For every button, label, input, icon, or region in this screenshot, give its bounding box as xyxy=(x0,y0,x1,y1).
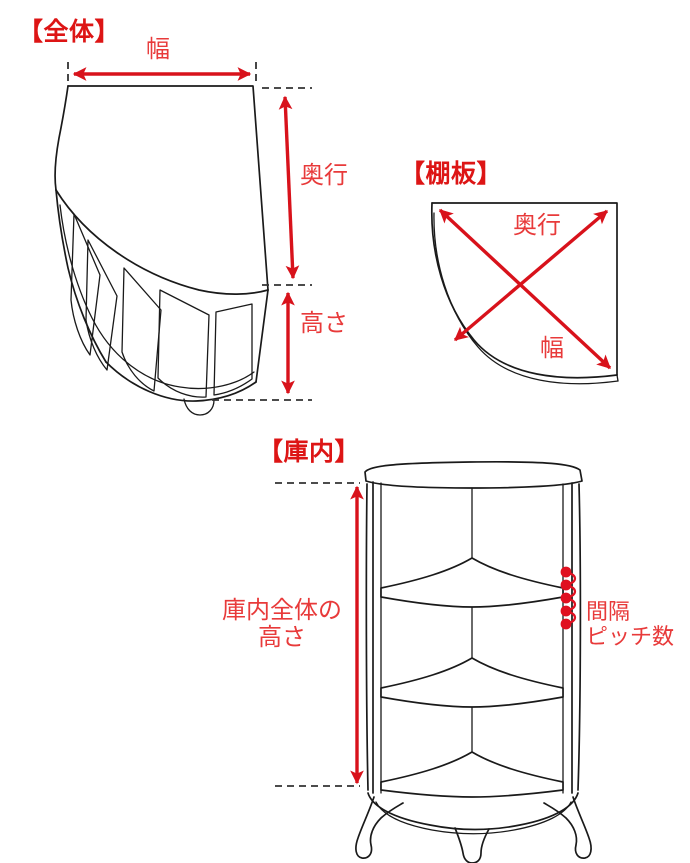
interior-right-silhouette xyxy=(577,483,582,791)
label-interior-pitch: 間隔ピッチ数 xyxy=(586,600,675,650)
label-interior-pitch-line1: 間隔 xyxy=(586,600,631,625)
label-interior-total-height: 庫内全体の高さ xyxy=(214,597,350,651)
overall-dimension-guides xyxy=(67,62,312,401)
cabinet-body-bottom-arc xyxy=(105,361,257,402)
pitch-gap-arc-1 xyxy=(564,570,577,587)
interior-bottom-board xyxy=(380,751,564,798)
interior-shelf-upper xyxy=(380,557,564,608)
interior-left-silhouette xyxy=(365,483,369,791)
label-overall-height: 高さ xyxy=(300,309,348,337)
shelf-board-dimension-arrows xyxy=(438,208,612,370)
section-title-overall: 【全体】 xyxy=(18,17,121,46)
label-overall-width: 幅 xyxy=(146,35,170,63)
arrow-shelf-width xyxy=(438,208,612,370)
pitch-gap-arc-2 xyxy=(564,583,577,600)
shelf-straight-edges xyxy=(431,202,618,376)
cabinet-top-back-edges xyxy=(67,85,269,291)
pitch-gap-arc-4 xyxy=(564,609,577,626)
cabinet-panel-5 xyxy=(213,303,253,396)
cabinet-foot xyxy=(183,398,215,416)
interior-leg-center xyxy=(454,827,490,863)
interior-top-board xyxy=(364,460,583,489)
cabinet-body-inner-contour xyxy=(59,204,255,390)
cabinet-top-front-arc xyxy=(55,189,269,295)
interior-apron-top-arc xyxy=(367,792,579,831)
label-interior-total-height-line2: 高さ xyxy=(258,622,306,651)
overall-dimension-arrows xyxy=(72,67,300,395)
cabinet-panel-1 xyxy=(70,213,101,356)
interior-dimension-guides xyxy=(275,482,364,787)
label-interior-pitch-line2: ピッチ数 xyxy=(586,624,675,650)
label-interior-total-height-line1: 庫内全体の xyxy=(222,596,342,624)
pitch-hole-group xyxy=(560,566,577,630)
cabinet-body-left-edge xyxy=(55,189,107,363)
shelf-thickness-right-tick xyxy=(616,374,619,382)
interior-apron-bottom-arc xyxy=(375,801,572,835)
interior-shelf-lower xyxy=(380,657,564,708)
section-title-interior: 【庫内】 xyxy=(258,437,361,466)
label-shelf-width: 幅 xyxy=(540,334,564,362)
label-shelf-depth: 奥行 xyxy=(513,211,561,239)
interior-cabinet-drawing xyxy=(355,460,592,863)
cabinet-top-left-edge xyxy=(54,85,69,191)
cabinet-panel-4 xyxy=(157,289,210,398)
cabinet-panel-3 xyxy=(121,267,162,392)
overall-cabinet-drawing xyxy=(54,85,269,416)
interior-leg-left xyxy=(355,796,404,859)
arrow-overall-depth xyxy=(278,95,300,280)
section-title-shelf-board: 【棚板】 xyxy=(400,159,503,188)
pitch-gap-arc-3 xyxy=(564,596,577,613)
interior-leg-right xyxy=(543,796,592,859)
cabinet-panel-2 xyxy=(85,239,118,371)
cabinet-body-right-edge xyxy=(255,289,269,383)
label-overall-depth: 奥行 xyxy=(300,161,348,189)
